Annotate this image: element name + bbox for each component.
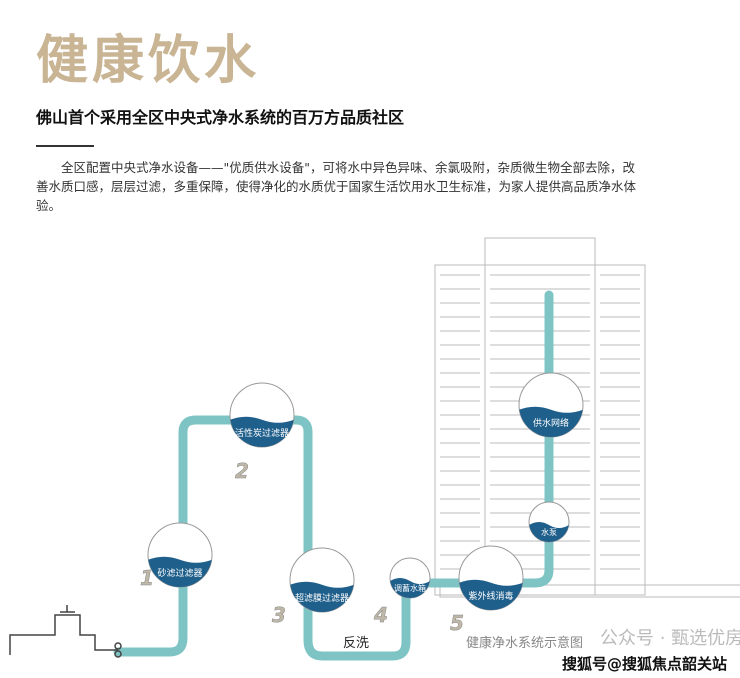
- node-label: 供水网络: [533, 417, 569, 429]
- step-number: 5: [450, 611, 464, 635]
- node-label: 调蓄水箱: [394, 583, 426, 593]
- source-label: 搜狐号@搜狐焦点韶关站: [562, 655, 728, 673]
- step-number: 3: [272, 603, 286, 627]
- water-wave: [529, 522, 569, 542]
- step-number: 2: [235, 459, 249, 483]
- water-wave: [148, 556, 212, 587]
- water-wave: [390, 578, 430, 598]
- node-label: 紫外线消毒: [468, 590, 513, 602]
- process-node: 活性炭过滤器 2: [229, 382, 295, 483]
- backwash-label: 反洗: [343, 636, 370, 651]
- water-wave: [519, 406, 583, 437]
- building-outline: [434, 237, 740, 598]
- process-node: 供水网络: [518, 372, 584, 438]
- node-label: 超滤膜过滤器: [295, 592, 349, 604]
- process-node: 调蓄水箱 4: [373, 557, 431, 627]
- page-title: 健康饮水: [36, 31, 261, 91]
- step-number: 1: [140, 566, 154, 590]
- process-node: 超滤膜过滤器 3: [272, 547, 355, 627]
- description: 全区配置中央式净水设备——"优质供水设备"，可将水中异色异味、余氯吸附，杂质微生…: [36, 160, 637, 213]
- diagram-caption: 健康净水系统示意图: [466, 636, 584, 651]
- step-number: 4: [373, 603, 388, 627]
- node-label: 水泵: [541, 527, 557, 537]
- node-label: 活性炭过滤器: [235, 427, 289, 439]
- faucet-icon: [9, 605, 122, 658]
- subtitle: 佛山首个采用全区中央式净水系统的百万方品质社区: [36, 108, 405, 127]
- water-wave: [459, 579, 523, 610]
- process-node: 水泵: [528, 501, 570, 543]
- process-node: 紫外线消毒 5: [450, 545, 524, 635]
- node-label: 砂滤过滤器: [157, 567, 202, 579]
- water-wave: [230, 416, 294, 447]
- water-wave: [290, 581, 354, 612]
- divider: [36, 145, 94, 147]
- watermark: 公众号 · 甄选优房: [600, 628, 740, 649]
